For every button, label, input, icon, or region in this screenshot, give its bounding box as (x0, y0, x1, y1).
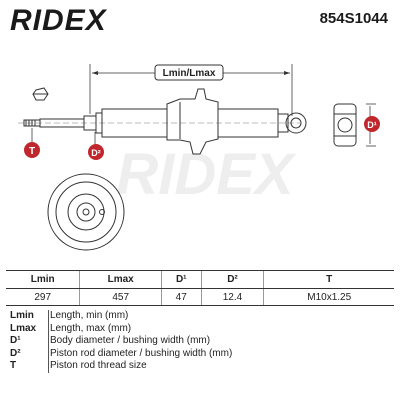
spec-header: T (263, 270, 394, 289)
spec-value-row: 297 457 47 12.4 M10x1.25 (6, 288, 394, 306)
watermark: RIDEX (116, 142, 297, 207)
legend-desc: Length, max (mm) (50, 322, 132, 334)
spec-header-row: Lmin Lmax D¹ D² T (6, 270, 394, 289)
dimension-label: Lmin/Lmax (163, 68, 216, 79)
legend-row: T Piston rod thread size (10, 360, 390, 373)
legend-desc: Length, min (mm) (50, 310, 129, 321)
legend: Lmin Length, min (mm) Lmax Length, max (… (10, 310, 390, 373)
callout-d1: D¹ (367, 120, 377, 130)
legend-desc: Body diameter / bushing width (mm) (50, 335, 211, 346)
legend-desc: Piston rod diameter / bushing width (mm) (50, 347, 233, 359)
spec-header: Lmin (6, 270, 80, 289)
legend-key: D² (10, 347, 21, 359)
callout-t-badge (24, 142, 40, 158)
shock-absorber-diagram: RIDEX (18, 64, 380, 251)
legend-key: Lmin (10, 310, 34, 321)
spec-header: D¹ (160, 270, 202, 289)
part-number: 854S1044 (319, 10, 388, 27)
spec-value: M10x1.25 (263, 288, 394, 306)
callout-d2: D² (91, 148, 101, 158)
legend-row: D² Piston rod diameter / bushing width (… (10, 348, 390, 361)
spec-table: Lmin Lmax D¹ D² T 297 457 47 12.4 M10x1.… (6, 270, 394, 306)
spec-header: Lmax (79, 270, 162, 289)
callout-d2-badge (88, 144, 104, 160)
spec-value: 12.4 (200, 288, 264, 306)
legend-key: T (10, 360, 17, 371)
legend-row: D¹ Body diameter / bushing width (mm) (10, 335, 390, 348)
spec-value: 457 (79, 288, 162, 306)
spec-header: D² (200, 270, 264, 289)
brand-logo: RIDEX (10, 4, 107, 37)
legend-desc: Piston rod thread size (50, 360, 147, 371)
legend-divider (48, 310, 49, 373)
legend-row: Lmin Length, min (mm) (10, 310, 390, 323)
header: RIDEX 854S1044 (0, 0, 400, 42)
legend-key: D¹ (10, 335, 21, 346)
callout-d1-badge (364, 116, 380, 132)
legend-key: Lmax (10, 322, 37, 334)
spec-value: 297 (6, 288, 80, 306)
spec-value: 47 (160, 288, 202, 306)
callout-t: T (29, 146, 35, 157)
legend-row: Lmax Length, max (mm) (10, 323, 390, 336)
